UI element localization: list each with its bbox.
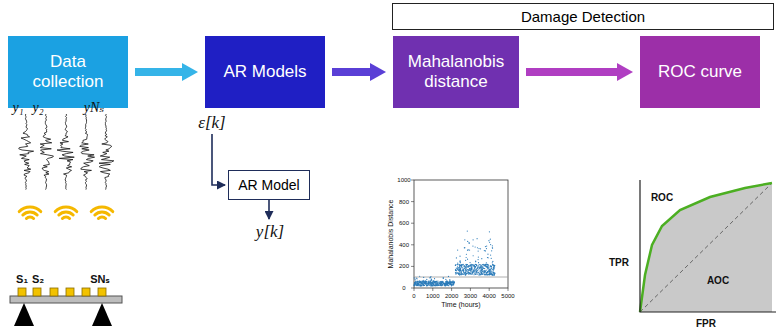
support [92, 303, 112, 326]
model-box: AR Model [228, 170, 310, 200]
node-text: ROC curve [658, 62, 742, 82]
node-text: Data collection [20, 52, 116, 91]
node-text: AR Models [223, 62, 306, 82]
flow-arrow [526, 68, 617, 76]
tick-label: 4000 [483, 293, 496, 300]
tick-label: 2000 [445, 293, 458, 300]
tick-label: 5000 [501, 293, 514, 300]
process-box: Mahalanobis distance [393, 36, 519, 108]
plot-frame [414, 180, 508, 288]
axis-title: Mahalanobis Distance [387, 200, 395, 269]
tick-label: 200 [399, 263, 409, 270]
output-wire [268, 200, 270, 219]
axis-ticks [411, 180, 508, 291]
tick-label: 3000 [464, 293, 477, 300]
flow-arrow [135, 68, 182, 76]
roc-axes [640, 180, 776, 312]
signal-name: y₂ [32, 100, 43, 115]
tick-label: 600 [399, 220, 409, 227]
axis-title: FPR [696, 318, 716, 329]
sensor-name: SNₛ [90, 273, 109, 285]
threshold-line [414, 277, 508, 278]
process-box: AR Models [205, 36, 325, 108]
chance-line [640, 183, 772, 312]
tick-label: 800 [399, 198, 409, 205]
beam [10, 296, 122, 303]
signal-traces [19, 114, 114, 190]
wireless-icons [19, 207, 113, 219]
node-text: AR Model [238, 177, 299, 193]
tick-label: 1000 [426, 293, 439, 300]
input-wire [212, 134, 225, 185]
signal-name: y₁ [12, 100, 23, 115]
tick-label: 0 [402, 285, 405, 292]
tick-label: 400 [399, 242, 409, 249]
axis-title: TPR [609, 257, 629, 268]
scatter-points [413, 230, 495, 286]
signal-name: yNₛ [84, 100, 104, 115]
support [14, 303, 34, 326]
signal-name: y[k] [256, 223, 284, 242]
process-box: Data collection [8, 36, 128, 108]
signal-name: ε[k] [198, 114, 225, 133]
sensor-name: S₂ [32, 273, 44, 285]
axis-title: Time (hours) [441, 301, 480, 309]
process-box: ROC curve [640, 36, 760, 108]
curve-label: ROC [651, 192, 673, 203]
area-under-curve [640, 183, 772, 312]
tick-label: 0 [412, 293, 415, 300]
flow-arrow [332, 68, 370, 76]
node-text: Damage Detection [521, 8, 645, 25]
sensor-name: S₁ [16, 273, 28, 285]
group-header: Damage Detection [392, 3, 774, 30]
area-label: AOC [707, 275, 729, 286]
sensors [18, 288, 106, 296]
tick-label: 1000 [397, 177, 410, 184]
roc-curve [640, 183, 772, 312]
node-text: Mahalanobis distance [401, 52, 511, 91]
